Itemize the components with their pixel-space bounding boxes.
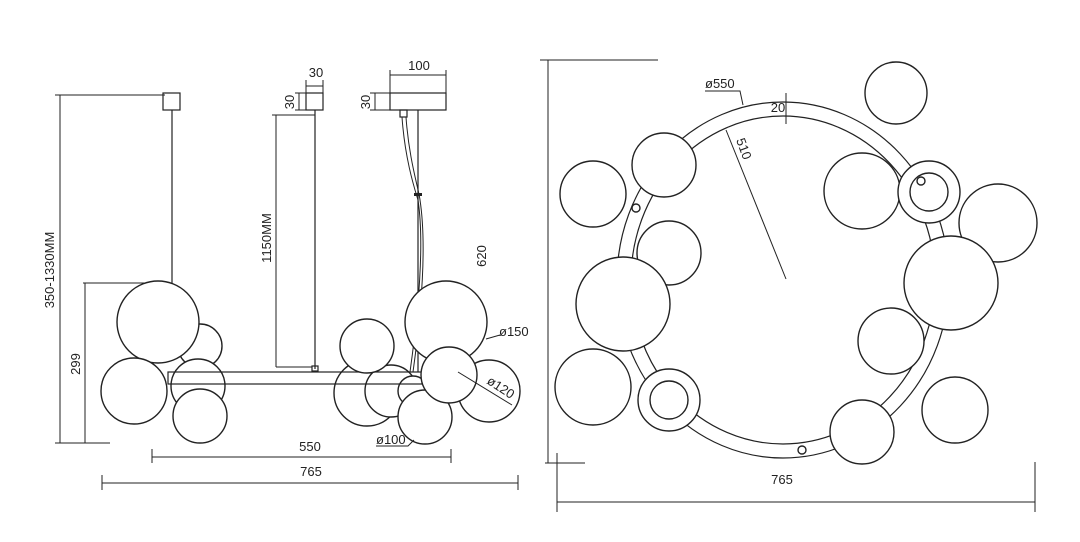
globe xyxy=(172,388,228,444)
middle-canopy xyxy=(305,92,324,111)
side-view: 350-1330MM 299 30 30 1150MM xyxy=(42,58,529,490)
globe xyxy=(575,256,671,352)
globe xyxy=(857,307,925,375)
overall-width-label: 765 xyxy=(300,464,322,479)
inner-radius-label: 510 xyxy=(733,136,755,162)
mount-knob xyxy=(631,203,641,213)
globe xyxy=(864,61,928,125)
globe xyxy=(116,280,200,364)
globe xyxy=(100,357,168,425)
globe xyxy=(823,152,901,230)
bar-length-label: 550 xyxy=(299,439,321,454)
radius-line xyxy=(725,129,787,280)
ring-diameter-label: ø550 xyxy=(705,76,735,91)
globe xyxy=(559,160,627,228)
globe xyxy=(903,235,999,331)
drop-range-label: 350-1330MM xyxy=(42,232,57,309)
globe xyxy=(921,376,989,444)
top-overall-width-dimension: 765 xyxy=(556,453,1036,512)
mount-knob xyxy=(797,445,807,455)
cable-length-dimension: 1150MM xyxy=(259,114,315,368)
top-view: 510 ø550 20 765 xyxy=(540,59,1038,512)
globe-large-label: ø150 xyxy=(499,324,529,339)
canopy-large-height-label: 30 xyxy=(358,95,373,109)
globe xyxy=(339,318,395,374)
cluster-height-label: 299 xyxy=(68,353,83,375)
mount-knob xyxy=(916,176,926,186)
globe-small-label: ø100 xyxy=(376,432,406,447)
globe xyxy=(631,132,697,198)
canopy-large-width-label: 100 xyxy=(408,58,430,73)
globe xyxy=(554,348,632,426)
ring-width-label: 20 xyxy=(771,100,785,115)
drop-range-dimension: 350-1330MM xyxy=(42,94,165,444)
cable-length-label: 1150MM xyxy=(259,213,274,263)
globe xyxy=(420,346,478,404)
overall-width-dimension: 765 xyxy=(101,464,519,490)
body-height-label: 620 xyxy=(474,245,489,267)
bar-length-dimension: 550 xyxy=(151,439,452,463)
left-canopy xyxy=(162,92,181,111)
canopy-small-width-label: 30 xyxy=(309,65,323,80)
globe xyxy=(829,399,895,465)
canopy-small-height-label: 30 xyxy=(282,95,297,109)
top-overall-width-label: 765 xyxy=(771,472,793,487)
right-canopy xyxy=(389,92,447,111)
globe xyxy=(958,183,1038,263)
